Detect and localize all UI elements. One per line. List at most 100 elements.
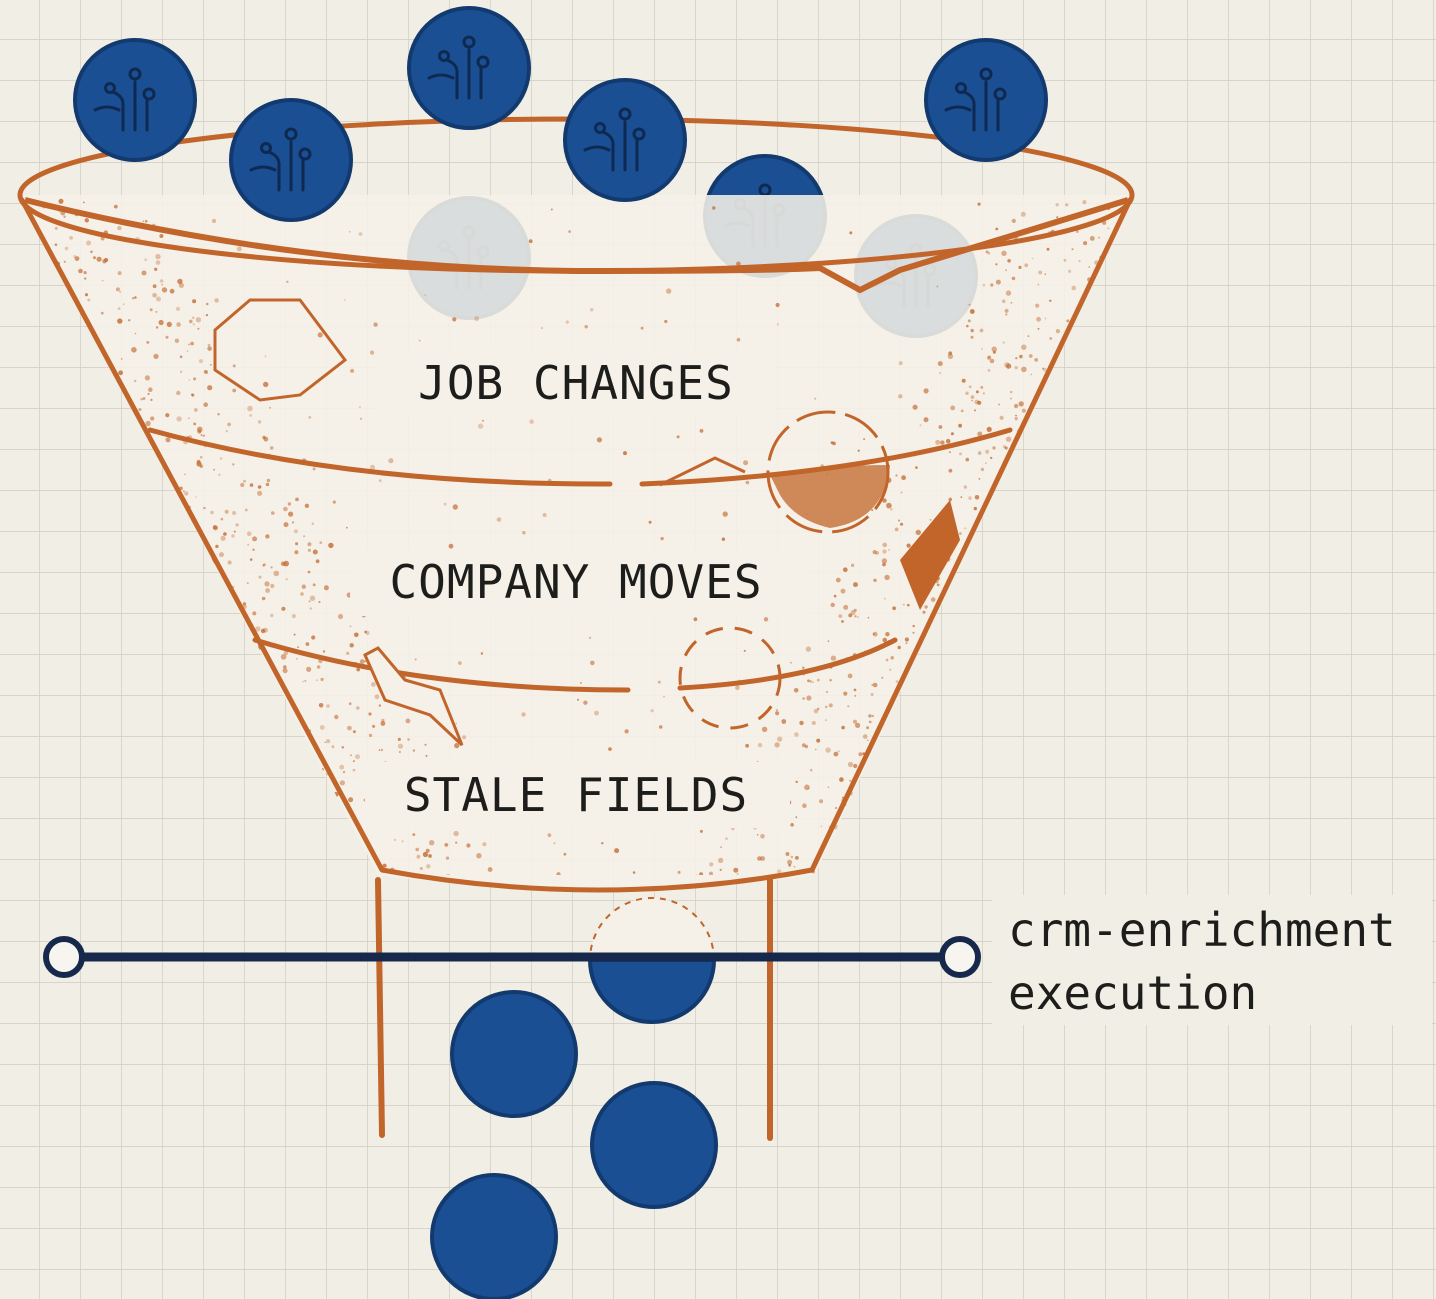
texture-speckle: [915, 529, 921, 536]
texture-speckle: [663, 695, 665, 698]
texture-speckle: [906, 543, 911, 548]
texture-speckle: [388, 458, 394, 464]
texture-speckle: [207, 346, 212, 351]
texture-speckle: [816, 678, 820, 682]
texture-speckle: [283, 522, 289, 528]
texture-speckle: [811, 721, 816, 725]
texture-speckle: [203, 370, 208, 374]
texture-speckle: [296, 658, 298, 660]
texture-speckle: [1021, 366, 1027, 373]
texture-speckle: [104, 257, 109, 263]
texture-speckle: [188, 417, 190, 420]
texture-speckle: [263, 381, 269, 388]
texture-speckle: [184, 473, 186, 476]
stage-divider-2: [252, 637, 898, 693]
texture-speckle: [959, 452, 962, 456]
texture-speckle: [1068, 269, 1072, 273]
texture-speckle: [872, 550, 877, 555]
texture-speckle: [293, 633, 296, 636]
texture-speckle: [480, 652, 484, 655]
texture-speckle: [210, 364, 212, 366]
texture-speckle: [466, 843, 471, 848]
texture-speckle: [84, 277, 87, 280]
texture-speckle: [775, 711, 780, 716]
texture-speckle: [58, 198, 64, 204]
texture-speckle: [936, 583, 940, 587]
texture-speckle: [948, 497, 953, 502]
texture-speckle: [895, 474, 898, 477]
texture-speckle: [736, 337, 741, 342]
texture-speckle: [294, 550, 299, 555]
texture-speckle: [939, 372, 942, 375]
texture-speckle: [1024, 263, 1029, 268]
texture-speckle: [961, 378, 966, 383]
texture-speckle: [319, 541, 323, 544]
texture-speckle: [550, 208, 553, 211]
texture-speckle: [648, 520, 652, 524]
texture-speckle: [257, 420, 262, 424]
texture-speckle: [405, 718, 411, 724]
texture-speckle: [812, 681, 815, 684]
texture-speckle: [283, 650, 289, 656]
texture-speckle: [176, 322, 181, 327]
texture-speckle: [1001, 250, 1007, 256]
texture-speckle: [1037, 327, 1040, 330]
texture-speckle: [745, 480, 750, 485]
circuit-token: [563, 78, 687, 202]
texture-speckle: [487, 867, 493, 872]
texture-speckle: [1021, 344, 1027, 350]
track-start-node: [43, 936, 85, 978]
texture-speckle: [368, 733, 373, 738]
texture-speckle: [101, 279, 104, 282]
texture-speckle: [339, 764, 345, 770]
texture-speckle: [154, 267, 158, 271]
texture-speckle: [161, 283, 163, 286]
texture-speckle: [563, 852, 567, 856]
texture-speckle: [132, 297, 135, 300]
texture-speckle: [835, 577, 841, 583]
texture-speckle: [699, 872, 704, 875]
texture-speckle: [938, 425, 943, 429]
texture-speckle: [995, 263, 998, 266]
texture-speckle: [745, 743, 749, 748]
texture-speckle: [987, 355, 992, 360]
texture-speckle: [871, 684, 873, 686]
texture-speckle: [1020, 211, 1026, 217]
texture-speckle: [1002, 299, 1006, 304]
funnel-crack: [363, 646, 464, 747]
texture-speckle: [1013, 403, 1019, 409]
texture-speckle: [232, 364, 236, 368]
texture-speckle: [197, 327, 200, 330]
texture-speckle: [947, 353, 954, 359]
texture-speckle: [948, 351, 953, 356]
texture-speckle: [807, 679, 810, 683]
texture-speckle: [977, 202, 981, 206]
texture-speckle: [378, 749, 381, 751]
texture-speckle: [192, 316, 195, 319]
texture-speckle: [155, 260, 161, 265]
texture-speckle: [169, 288, 175, 294]
texture-speckle: [982, 392, 986, 395]
enriched-token: [430, 1173, 558, 1299]
texture-speckle: [83, 271, 87, 275]
texture-speckle: [291, 521, 295, 524]
texture-speckle: [902, 603, 905, 606]
texture-speckle: [843, 567, 848, 572]
texture-speckle: [985, 250, 989, 254]
texture-speckle: [128, 319, 131, 322]
texture-speckle: [588, 636, 592, 639]
texture-speckle: [881, 558, 888, 564]
texture-speckle: [285, 578, 288, 581]
texture-speckle: [424, 294, 427, 296]
texture-speckle: [906, 603, 910, 607]
texture-speckle: [444, 843, 449, 847]
texture-speckle: [192, 299, 197, 304]
texture-speckle: [853, 582, 858, 588]
texture-speckle: [1046, 247, 1050, 251]
texture-speckle: [144, 258, 147, 262]
circuit-token: [73, 38, 197, 162]
texture-speckle: [270, 613, 274, 618]
texture-speckle: [886, 502, 892, 509]
texture-speckle: [262, 435, 266, 440]
texture-speckle: [736, 872, 739, 875]
